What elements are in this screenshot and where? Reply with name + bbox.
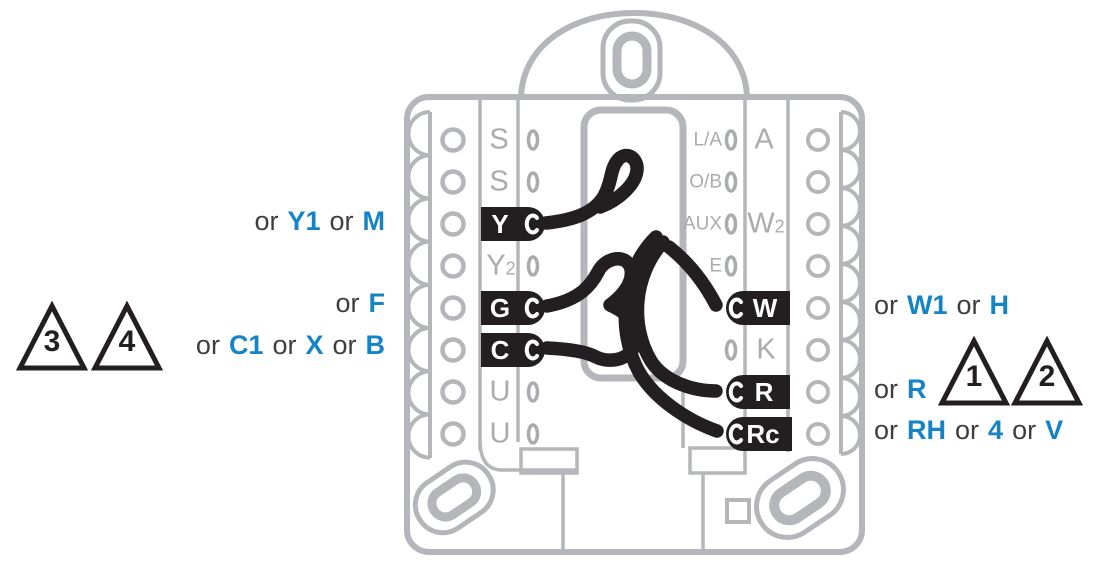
annotation-text: V — [1045, 415, 1064, 445]
mounting-tab — [518, 9, 750, 99]
annotation-text: B — [365, 330, 386, 360]
terminal-label-k: K — [756, 333, 776, 366]
annotation-text: 4 — [988, 415, 1004, 445]
annotation-text: or — [195, 330, 220, 360]
callout-triangle-4: 4 — [91, 301, 163, 372]
bottom-moulding — [519, 446, 751, 549]
terminal-label-u2: U — [489, 417, 511, 450]
callout-triangle-3: 3 — [16, 301, 88, 372]
callout-triangle-1: 1 — [938, 336, 1010, 407]
terminal-label-w2: W2 — [747, 207, 785, 240]
wire-to-r — [630, 235, 723, 398]
callout-number: 2 — [1038, 360, 1056, 394]
annotation-text: Y1 — [287, 206, 321, 236]
reset-square — [725, 498, 751, 524]
annotation-text: or — [1012, 415, 1037, 445]
annotation-rc-alternates: or RH or 4 or V — [874, 414, 1063, 446]
annotation-w-alternates: or W1 or H — [874, 289, 1009, 321]
callout-triangle-2: 2 — [1011, 336, 1083, 407]
terminal-label-s2: S — [489, 165, 509, 198]
wire-to-rc — [618, 230, 724, 438]
terminal-label-y2: Y2 — [486, 249, 516, 282]
right-screw-holes — [806, 128, 830, 446]
annotation-text: F — [368, 288, 386, 318]
annotation-y-alternates: or Y1 or M — [254, 205, 385, 237]
pill-label-y: Y — [491, 209, 509, 239]
annotation-text: or — [874, 290, 899, 320]
annotation-text: H — [989, 290, 1010, 320]
wallplate-outline — [404, 9, 865, 555]
terminal-pill-r — [726, 375, 790, 409]
callout-number: 4 — [118, 325, 136, 359]
annotation-r-alternates: or R — [874, 373, 927, 405]
gray-terminal-screws — [526, 129, 738, 445]
triangle-icon — [91, 301, 163, 371]
terminal-label-e: E — [709, 255, 722, 277]
annotation-text: or — [956, 290, 981, 320]
annotation-text: or — [329, 206, 354, 236]
triangle-icon — [1011, 336, 1083, 406]
annotation-text: or — [254, 206, 279, 236]
right-scallops — [839, 110, 862, 456]
annotation-text: or — [272, 330, 297, 360]
callout-number: 3 — [43, 325, 61, 359]
annotation-text: RH — [907, 415, 947, 445]
mounting-hole-left — [412, 459, 496, 536]
terminal-label-a: A — [754, 123, 774, 156]
annotation-g-alternates: or F — [335, 287, 385, 319]
annotation-text: or — [332, 330, 357, 360]
annotation-text: C1 — [228, 330, 264, 360]
triangle-icon — [938, 336, 1010, 406]
triangle-icon — [16, 301, 88, 371]
annotation-text: or — [874, 415, 899, 445]
terminal-pill-w — [726, 291, 790, 325]
annotation-text: or — [335, 288, 360, 318]
terminal-label-u1: U — [489, 375, 511, 408]
pill-label-g: G — [489, 293, 511, 323]
callout-number: 1 — [965, 360, 983, 394]
terminal-pill-rc — [726, 417, 792, 451]
terminal-label-aux: AUX — [682, 213, 722, 235]
center-opening — [580, 106, 687, 382]
annotation-c-alternates: or C1 or X or B — [196, 329, 385, 361]
wire-g-c-curl — [540, 252, 643, 367]
annotation-text: or — [874, 374, 899, 404]
annotation-text: X — [305, 330, 324, 360]
plate-body — [404, 94, 865, 555]
white-terminal-screws — [524, 213, 743, 445]
wire-to-w — [662, 240, 723, 312]
left-screw-holes — [440, 127, 466, 447]
wire-y — [539, 148, 644, 230]
annotation-text: or — [955, 415, 980, 445]
mounting-hole-right — [754, 456, 846, 540]
pill-label-r: R — [754, 377, 774, 407]
wires — [539, 148, 724, 438]
pill-label-c: C — [490, 335, 510, 365]
terminal-label-ob: O/B — [689, 171, 722, 193]
terminal-label-s1: S — [489, 123, 509, 156]
left-scallops — [406, 110, 432, 460]
terminal-label-la: L/A — [693, 129, 722, 151]
annotation-text: R — [907, 374, 927, 404]
annotation-text: W1 — [907, 290, 948, 320]
annotation-text: M — [362, 206, 386, 236]
pill-label-w: W — [752, 293, 778, 323]
top-screw-slot-inner — [612, 31, 652, 89]
top-screw-slot-outer — [600, 18, 663, 103]
pill-label-rc: Rc — [746, 419, 780, 449]
